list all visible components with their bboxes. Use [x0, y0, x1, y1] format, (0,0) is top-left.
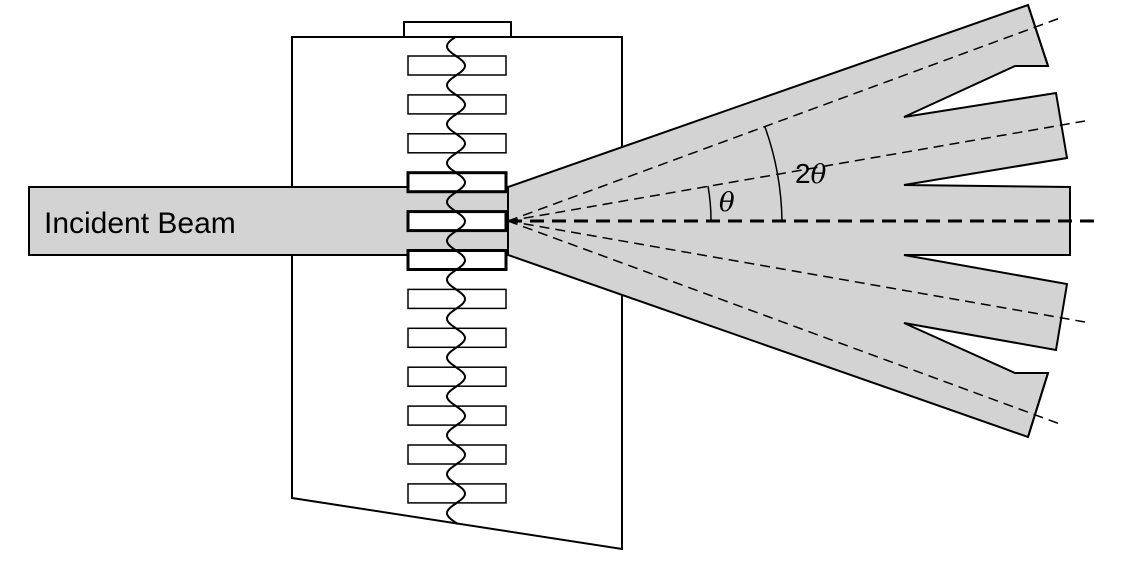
beam-end-cap-top	[1027, 4, 1049, 67]
grating-slot	[407, 366, 507, 387]
grating-slot	[407, 405, 507, 426]
beam-end-cap-bottom	[1027, 372, 1049, 438]
diffracted-beams	[507, 3, 1071, 439]
grating-slot	[406, 249, 508, 271]
grating-slot	[407, 288, 507, 310]
grating-slot	[406, 171, 508, 194]
grating-slots	[406, 55, 508, 504]
incident-beam-label: Incident Beam	[44, 207, 236, 240]
order-line-1-up	[507, 120, 1086, 222]
theta-label: θ	[719, 188, 735, 218]
two-theta-arc	[764, 126, 783, 222]
grating-slot	[407, 94, 507, 115]
two-theta-prefix: 2	[795, 158, 811, 189]
grating-slot	[407, 327, 507, 349]
grating-slot	[406, 210, 508, 233]
grating-slot	[407, 444, 507, 465]
grating-slot	[407, 133, 507, 154]
grating-slot	[407, 483, 507, 504]
grating-wave	[445, 36, 467, 525]
theta-arc	[707, 185, 712, 222]
order-line-2-up	[507, 17, 1061, 222]
grating-top-tab	[403, 21, 512, 38]
grating-slot	[407, 55, 507, 76]
order-line-2-down	[507, 220, 1061, 425]
two-theta-label: 2θ	[795, 158, 827, 190]
two-theta-symbol: θ	[811, 160, 827, 190]
center-lines	[507, 17, 1100, 425]
order-line-1-down	[507, 220, 1086, 323]
